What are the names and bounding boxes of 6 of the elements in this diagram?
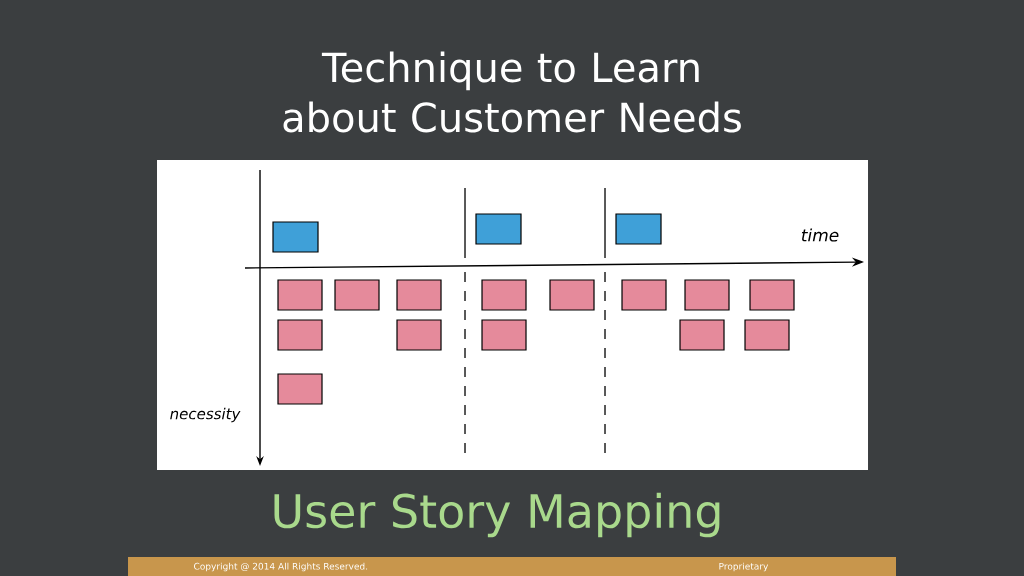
copyright-text: Copyright @ 2014 All Rights Reserved.	[194, 562, 368, 572]
footer-text: Proprietary	[719, 562, 769, 572]
subtitle: User Story Mapping	[274, 492, 720, 538]
title: Technique to Learn about Customer Needs	[283, 51, 741, 133]
axis-label: time	[801, 228, 839, 242]
axis-label: necessity	[170, 407, 241, 423]
